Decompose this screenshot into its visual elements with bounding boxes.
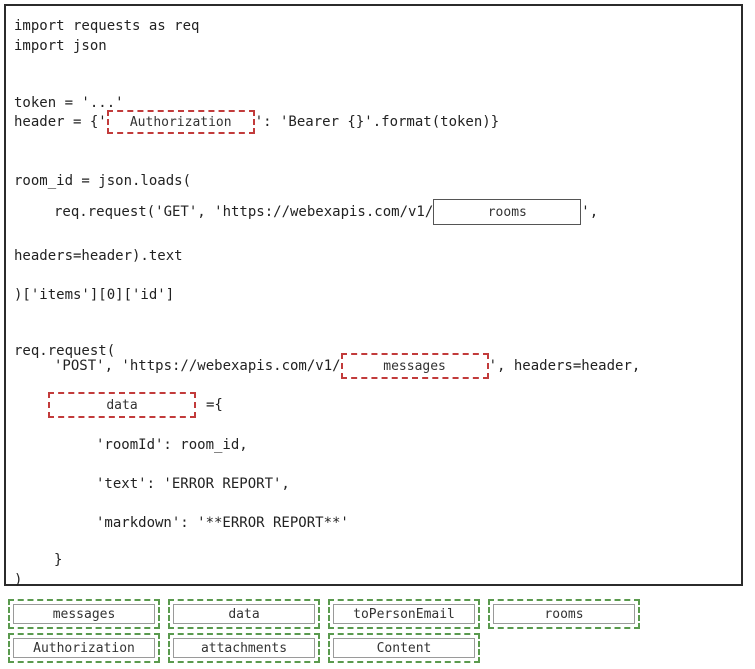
code-text: ', headers=header,	[488, 358, 641, 374]
option-messages[interactable]: messages	[8, 599, 160, 629]
option-label: Authorization	[13, 638, 155, 658]
code-panel: import requests as req import json token…	[4, 4, 743, 587]
option-attachments[interactable]: attachments	[168, 633, 320, 663]
option-label: attachments	[173, 638, 315, 658]
code-line: 'text': 'ERROR REPORT',	[96, 477, 290, 491]
option-topersonemail[interactable]: toPersonEmail	[328, 599, 480, 629]
option-label: messages	[13, 604, 155, 624]
answer-options: messages data toPersonEmail rooms Author…	[0, 594, 755, 669]
option-data[interactable]: data	[168, 599, 320, 629]
drop-target-post-endpoint[interactable]: messages	[340, 353, 489, 379]
code-line: data ={	[48, 392, 223, 418]
code-line: req.request(	[14, 344, 115, 358]
code-line: 'roomId': room_id,	[96, 438, 248, 452]
code-text: import json	[14, 38, 107, 54]
code-line: 'markdown': '**ERROR REPORT**'	[96, 516, 349, 530]
code-text: 'roomId': room_id,	[96, 437, 248, 453]
option-label: data	[173, 604, 315, 624]
code-line: room_id = json.loads(	[14, 174, 191, 188]
code-line: req.request('GET', 'https://webexapis.co…	[54, 199, 598, 225]
option-rooms[interactable]: rooms	[488, 599, 640, 629]
code-text: 'markdown': '**ERROR REPORT**'	[96, 515, 349, 531]
code-line: 'POST', 'https://webexapis.com/v1/ messa…	[54, 353, 640, 379]
drop-target-body-param[interactable]: data	[48, 392, 196, 418]
option-authorization[interactable]: Authorization	[8, 633, 160, 663]
code-text: ': 'Bearer {}'.format(token)}	[254, 114, 500, 130]
code-text: 'text': 'ERROR REPORT',	[96, 476, 290, 492]
code-text: }	[54, 552, 63, 568]
code-line: token = '...'	[14, 96, 124, 110]
code-text: header = {'	[14, 114, 107, 130]
code-line: import requests as req	[14, 19, 199, 33]
code-text: import requests as req	[14, 18, 200, 34]
code-text: room_id = json.loads(	[14, 173, 192, 189]
code-line: import json	[14, 39, 107, 53]
code-text: ={	[206, 397, 223, 413]
code-text: token = '...'	[14, 95, 124, 111]
code-line: header = {' Authorization ': 'Bearer {}'…	[14, 110, 499, 134]
drop-target-get-endpoint[interactable]: rooms	[433, 199, 582, 225]
drop-target-header-key[interactable]: Authorization	[106, 110, 255, 134]
code-text: headers=header).text	[14, 248, 183, 264]
code-text: req.request(	[14, 343, 116, 359]
code-text: )['items'][0]['id']	[14, 287, 175, 303]
code-text: req.request('GET', 'https://webexapis.co…	[54, 204, 434, 220]
option-label: Content	[333, 638, 475, 658]
option-label: rooms	[493, 604, 635, 624]
code-line: }	[54, 553, 62, 567]
code-line: headers=header).text	[14, 249, 183, 263]
code-line: )['items'][0]['id']	[14, 288, 174, 302]
code-text: 'POST', 'https://webexapis.com/v1/	[54, 358, 341, 374]
option-label: toPersonEmail	[333, 604, 475, 624]
code-line: )	[14, 573, 22, 587]
code-text: ',	[581, 204, 599, 220]
option-content[interactable]: Content	[328, 633, 480, 663]
code-text: )	[14, 572, 23, 588]
